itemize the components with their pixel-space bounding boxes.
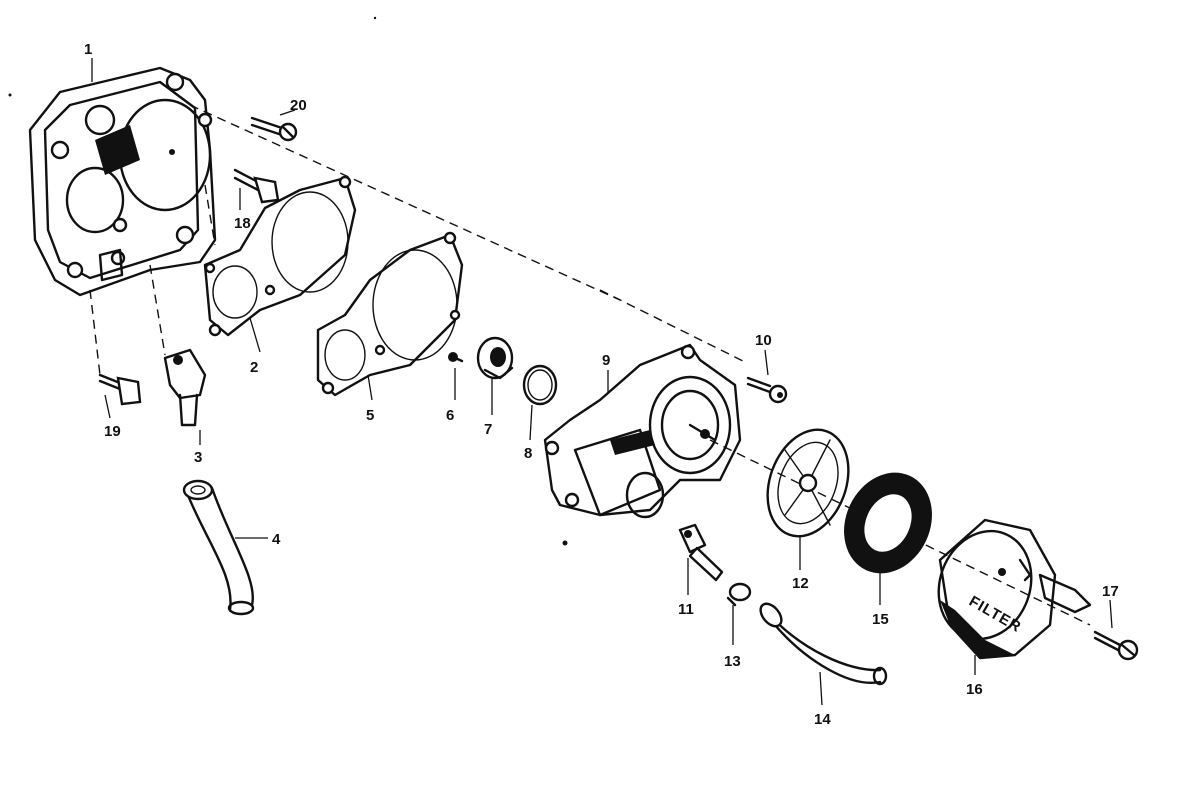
- callout-1: 1: [84, 41, 92, 58]
- callout-numbers: 1 2 3 4 5 6 7 8 9 10 11 12 13 14 15 16 1…: [84, 41, 1119, 728]
- filter-label: FILTER: [966, 593, 1024, 636]
- part-7-check-valve: [476, 336, 514, 380]
- callout-13: 13: [724, 653, 741, 670]
- part-12-screen: [766, 428, 850, 538]
- callout-5: 5: [366, 407, 374, 424]
- part-6-screw: [448, 352, 464, 363]
- callout-3: 3: [194, 449, 202, 466]
- callout-8: 8: [524, 445, 532, 462]
- part-9-motor-housing: [543, 343, 742, 519]
- callout-15: 15: [872, 611, 889, 628]
- callout-14: 14: [814, 711, 831, 728]
- part-5-diaphragm: [316, 231, 464, 397]
- scan-specks: [8, 16, 568, 546]
- callout-4: 4: [272, 531, 281, 548]
- leader-lines: [91, 58, 1113, 706]
- callout-18: 18: [234, 215, 251, 232]
- part-10-bolt: [746, 376, 788, 404]
- part-20-screw: [250, 116, 298, 142]
- part-17-screw: [1093, 630, 1139, 661]
- callout-9: 9: [602, 352, 610, 369]
- callout-19: 19: [104, 423, 121, 440]
- callout-10: 10: [755, 332, 772, 349]
- part-19-bolt: [98, 373, 142, 406]
- part-13-clip: [726, 582, 752, 607]
- callout-6: 6: [446, 407, 454, 424]
- part-4-hose: [182, 479, 255, 616]
- part-1-pump-body: [28, 66, 217, 297]
- callout-2: 2: [250, 359, 258, 376]
- part-18-bolt: [233, 168, 280, 204]
- alignment-lines: [89, 104, 1091, 626]
- part-14-hose: [759, 602, 888, 686]
- part-2-gasket: [203, 175, 357, 337]
- part-11-fitting: [678, 523, 724, 582]
- part-8-o-ring: [522, 364, 558, 406]
- callout-7: 7: [484, 421, 492, 438]
- part-15-filter-gasket: [844, 472, 932, 574]
- callout-17: 17: [1102, 583, 1119, 600]
- callout-11: 11: [678, 601, 694, 618]
- callout-16: 16: [966, 681, 983, 698]
- callout-12: 12: [792, 575, 809, 592]
- part-3-elbow-fitting: [163, 348, 207, 427]
- callout-20: 20: [290, 97, 307, 114]
- part-16-filter-bowl: FILTER: [937, 518, 1092, 660]
